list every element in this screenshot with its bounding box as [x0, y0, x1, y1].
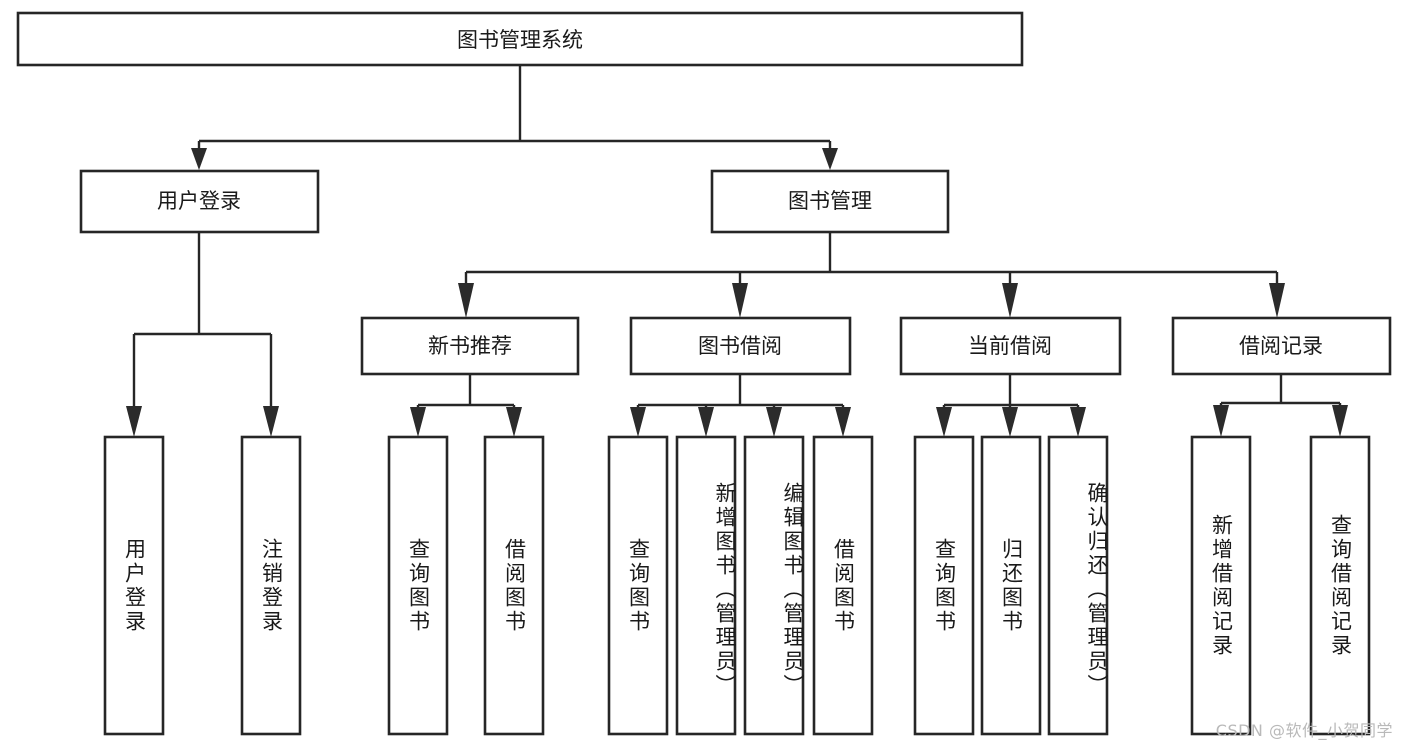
node-current-borrow-label: 当前借阅: [968, 334, 1052, 358]
leaf-box-query-record[interactable]: [1309, 435, 1371, 736]
arrow-head-leaf-borrow-book-2: [835, 407, 851, 437]
leaf-box-confirm-return[interactable]: [1047, 435, 1109, 736]
csdn-watermark: CSDN @软件_小贺同学: [1215, 721, 1393, 740]
arrow-head-leaf-return-book: [1002, 407, 1018, 437]
node-user-login-label: 用户登录: [157, 189, 241, 213]
leaf-box-query-book-2[interactable]: [607, 435, 669, 736]
leaf-boxes: [103, 435, 1371, 736]
connector-group-book-management: [458, 232, 1285, 318]
arrow-head-leaf-user-login: [126, 406, 142, 437]
leaf-box-logout-login[interactable]: [240, 435, 302, 736]
node-book-management-box[interactable]: [710, 169, 950, 234]
arrow-head-leaf-edit-book: [766, 407, 782, 437]
arrow-head-book-management: [822, 148, 838, 170]
node-borrow-record-box[interactable]: [1171, 316, 1392, 376]
arrow-head-leaf-add-book: [698, 407, 714, 437]
leaf-box-borrow-book-2[interactable]: [812, 435, 874, 736]
arrow-head-leaf-query-book-3: [936, 407, 952, 437]
node-new-book-recommend-label: 新书推荐: [428, 334, 512, 358]
node-book-borrow[interactable]: 图书借阅: [629, 316, 852, 376]
arrow-head-leaf-query-record: [1332, 405, 1348, 437]
node-book-management[interactable]: 图书管理: [710, 169, 950, 234]
arrow-head-book-borrow: [732, 283, 748, 318]
node-borrow-record[interactable]: 借阅记录: [1171, 316, 1392, 376]
leaf-box-return-book[interactable]: [980, 435, 1042, 736]
leaf-box-query-book-1[interactable]: [387, 435, 449, 736]
arrow-head-current-borrow: [1002, 283, 1018, 318]
node-book-management-label: 图书管理: [788, 189, 872, 213]
connector-group-root: [191, 65, 838, 170]
connector-group-current-borrow: [936, 374, 1086, 437]
arrow-head-user-login: [191, 148, 207, 170]
arrow-head-leaf-logout-login: [263, 406, 279, 437]
node-root-label: 图书管理系统: [457, 28, 583, 52]
arrow-head-leaf-borrow-book-1: [506, 407, 522, 437]
arrow-head-leaf-add-record: [1213, 405, 1229, 437]
arrow-head-leaf-query-book-2: [630, 407, 646, 437]
leaf-box-edit-book[interactable]: [743, 435, 805, 736]
connector-group-user-login: [126, 232, 279, 437]
node-current-borrow-box[interactable]: [899, 316, 1122, 376]
node-borrow-record-label: 借阅记录: [1239, 334, 1323, 358]
leaf-box-query-book-3[interactable]: [913, 435, 975, 736]
arrow-head-new-book-recommend: [458, 283, 474, 318]
connector-group-book-borrow: [630, 374, 851, 437]
leaf-box-add-book[interactable]: [675, 435, 737, 736]
arrow-head-leaf-confirm-return: [1070, 407, 1086, 437]
arrow-head-leaf-query-book-1: [410, 407, 426, 437]
node-new-book-recommend[interactable]: 新书推荐: [360, 316, 580, 376]
connector-group-borrow-record: [1213, 374, 1348, 437]
arrow-head-borrow-record: [1269, 283, 1285, 318]
leaf-box-user-login[interactable]: [103, 435, 165, 736]
node-new-book-recommend-box[interactable]: [360, 316, 580, 376]
leaf-box-borrow-book-1[interactable]: [483, 435, 545, 736]
node-book-borrow-box[interactable]: [629, 316, 852, 376]
connector-group-new-book-recommend: [410, 374, 522, 437]
node-root-box[interactable]: [16, 11, 1024, 67]
leaf-box-add-record[interactable]: [1190, 435, 1252, 736]
node-root[interactable]: 图书管理系统: [16, 11, 1024, 67]
node-current-borrow[interactable]: 当前借阅: [899, 316, 1122, 376]
node-user-login-box[interactable]: [79, 169, 320, 234]
node-book-borrow-label: 图书借阅: [698, 334, 782, 358]
node-user-login[interactable]: 用户登录: [79, 169, 320, 234]
